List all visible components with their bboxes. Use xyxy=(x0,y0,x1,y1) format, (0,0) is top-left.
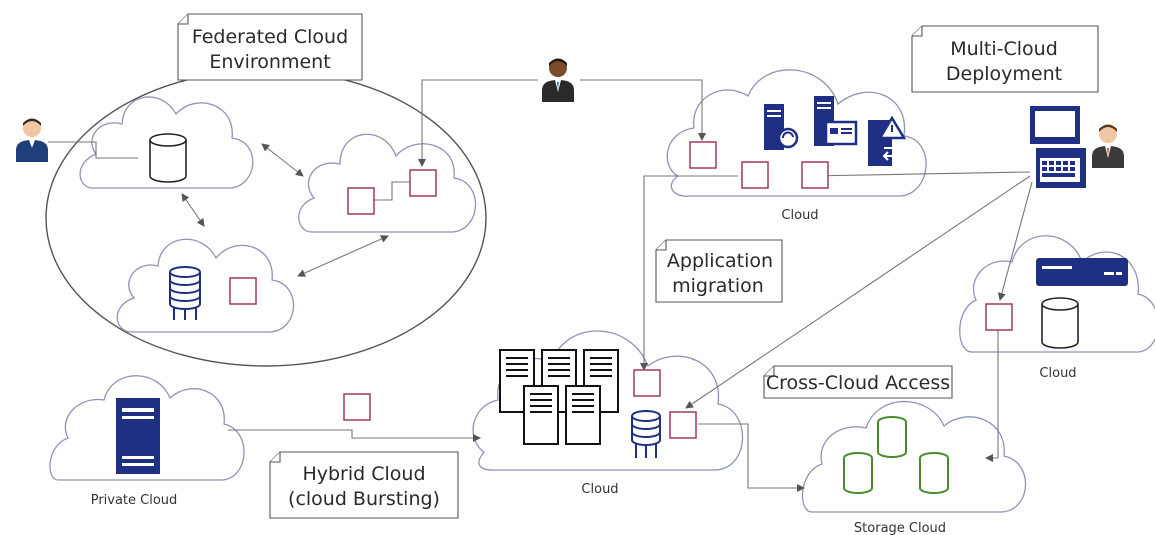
storage-cloud xyxy=(801,400,1027,513)
blade-server-icon xyxy=(1036,258,1128,286)
user-avatar-icon xyxy=(542,58,574,102)
note-hybrid-line2: (cloud Bursting) xyxy=(288,488,440,510)
connector-user-to-top-cloud xyxy=(580,79,706,141)
stacked-database-icon xyxy=(631,410,661,458)
note-multicloud-line2: Deployment xyxy=(946,63,1062,85)
connectors xyxy=(48,79,1033,492)
app-square xyxy=(343,393,371,421)
app-square xyxy=(985,303,1013,331)
connector-fed-top-bottom xyxy=(181,193,205,227)
note-federated: Federated Cloud Environment xyxy=(177,13,363,81)
storage-database-icon xyxy=(919,452,949,494)
note-hybrid-line1: Hybrid Cloud xyxy=(302,463,425,485)
right-cloud-label: Cloud xyxy=(1039,366,1076,381)
connector-user-to-federated xyxy=(418,79,538,167)
note-crosscloud: Cross-Cloud Access xyxy=(763,365,953,399)
connector-center-to-storage xyxy=(698,423,805,492)
connector-fed-top-right xyxy=(261,143,304,177)
storage-database-icon xyxy=(843,452,873,494)
app-square xyxy=(347,187,375,215)
note-federated-line1: Federated Cloud xyxy=(192,26,348,48)
app-squares xyxy=(229,141,1013,439)
connector-terminal-to-right-cloud xyxy=(997,181,1033,301)
note-multicloud: Multi-Cloud Deployment xyxy=(911,25,1099,93)
private-cloud-label: Private Cloud xyxy=(91,493,178,508)
app-square xyxy=(229,277,257,305)
database-icon xyxy=(149,133,187,183)
tower-server-icon xyxy=(116,398,160,474)
connector-fed-inner xyxy=(374,181,410,201)
connector-right-to-storage xyxy=(985,330,999,462)
app-square xyxy=(409,169,437,197)
center-cloud-label: Cloud xyxy=(581,482,618,497)
connector-left-user-db xyxy=(48,141,138,159)
server-rack-group xyxy=(499,349,619,445)
app-square xyxy=(669,411,697,439)
note-migration-line2: migration xyxy=(672,275,764,297)
database-icon xyxy=(1041,297,1079,349)
app-square xyxy=(689,141,717,169)
stacked-database-icon xyxy=(169,266,201,320)
note-federated-line2: Environment xyxy=(209,51,330,73)
server-rack-icon xyxy=(565,385,601,445)
note-multicloud-line1: Multi-Cloud xyxy=(950,38,1058,60)
note-crosscloud-line1: Cross-Cloud Access xyxy=(766,372,950,394)
server-sync-icon xyxy=(764,104,799,150)
server-window-icon xyxy=(814,96,858,146)
connector-hybrid-bursting xyxy=(228,429,481,442)
note-hybrid: Hybrid Cloud (cloud Bursting) xyxy=(269,451,459,519)
connector-terminal-to-top-cloud xyxy=(807,171,1031,180)
server-rack-icon xyxy=(523,385,559,445)
storage-cloud-label: Storage Cloud xyxy=(854,521,946,535)
note-migration-line1: Application xyxy=(667,250,773,272)
computer-terminal-icon xyxy=(1030,106,1086,188)
connector-terminal-to-center-cloud xyxy=(685,175,1031,409)
server-warning-icon xyxy=(868,115,907,166)
app-square xyxy=(741,161,769,189)
app-square xyxy=(633,369,661,397)
connector-fed-bottom-right xyxy=(297,235,389,277)
connector-application-migration xyxy=(640,175,738,371)
federated-cloud-bottom xyxy=(116,238,295,333)
user-avatar-icon xyxy=(16,118,48,162)
app-square xyxy=(801,161,829,189)
federated-cloud-right xyxy=(298,133,477,233)
top-cloud-label: Cloud xyxy=(781,208,818,223)
storage-database-icon xyxy=(877,416,907,458)
user-avatar-icon xyxy=(1092,124,1124,168)
note-migration: Application migration xyxy=(655,239,783,303)
